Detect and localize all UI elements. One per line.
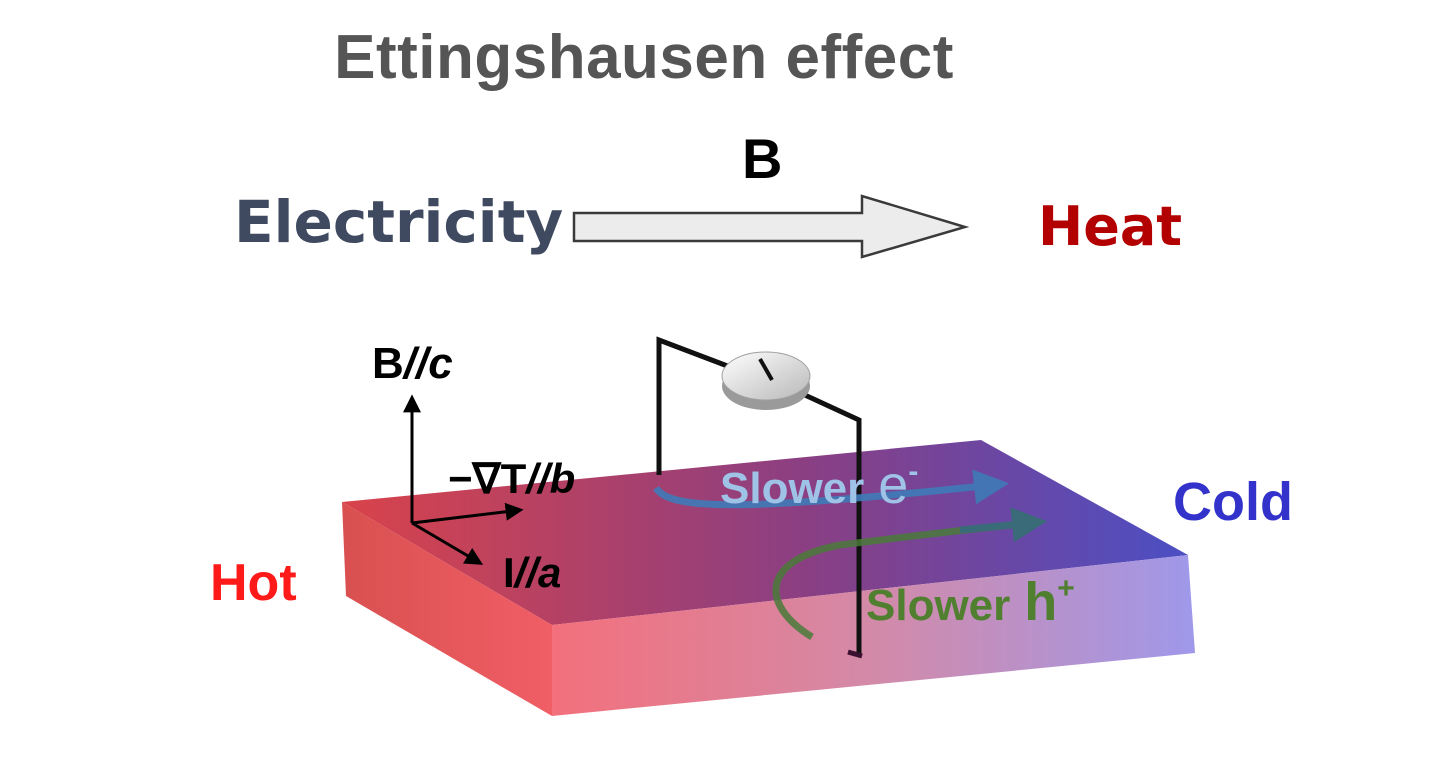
crystal-axes [403,394,524,565]
hot-label: Hot [210,554,297,612]
circuit-wire [656,336,862,655]
diagram-title: Ettingshausen effect [334,23,954,92]
slab-front-face [552,555,1195,716]
electron-path [653,469,1009,509]
axis-a-label: I//a [503,549,561,596]
conversion-arrow [572,194,970,259]
slab-side-face [342,502,552,716]
hole-path-tip [959,507,1047,543]
output-energy-label: Heat [1038,195,1183,258]
wire-under-slab [847,649,863,659]
cold-label: Cold [1173,472,1293,532]
magnetic-field-label: B [742,127,783,190]
axis-a-arrow [411,521,484,565]
axis-b-label: −∇T//b [448,455,575,502]
voltmeter-icon [721,351,811,410]
input-energy-label: Electricity [234,188,564,256]
axis-c-label: B//c [372,339,453,388]
axis-b-arrow [411,502,524,525]
